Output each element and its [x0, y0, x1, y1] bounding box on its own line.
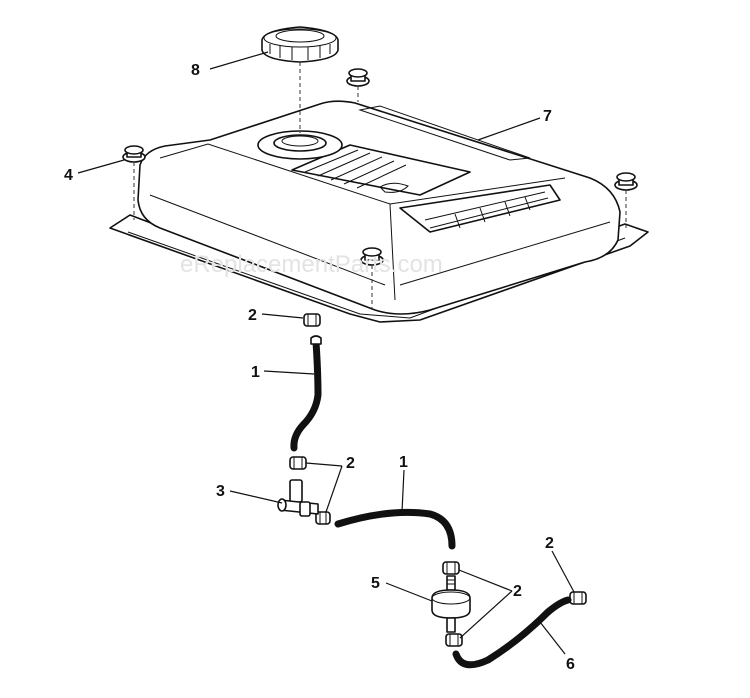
leader-8 — [209, 51, 269, 70]
callout-1-mid: 1 — [399, 454, 408, 471]
grommet-right — [614, 172, 638, 191]
callout-2-low: 2 — [513, 583, 522, 600]
hose-clamp-filter-upper — [442, 561, 460, 575]
callout-2-right: 2 — [545, 535, 554, 552]
callout-2-top: 2 — [248, 307, 257, 324]
fuel-line-end — [310, 335, 322, 345]
leader-2-low-a — [458, 569, 513, 592]
callout-2-mid: 2 — [346, 455, 355, 472]
leader-2-mid-b — [325, 465, 343, 513]
grommet-back — [346, 68, 370, 87]
leader-1-mid — [401, 469, 405, 513]
leader-6 — [539, 621, 566, 655]
fuel-tank — [109, 100, 649, 323]
fuel-line-upper — [290, 338, 322, 452]
leader-2-mid-a — [305, 462, 343, 467]
hose-clamp-filter-lower — [445, 633, 463, 647]
leader-5 — [385, 582, 433, 602]
fuel-shutoff-valve — [277, 479, 319, 517]
fuel-line-lower — [452, 596, 572, 669]
fuel-line-middle — [334, 508, 456, 550]
callout-5: 5 — [371, 575, 380, 592]
leader-4 — [77, 159, 125, 174]
leader-3 — [229, 490, 283, 504]
leader-2-top — [261, 313, 304, 319]
callout-3: 3 — [216, 483, 225, 500]
hose-clamp-right — [569, 591, 587, 605]
grommet-front-left — [122, 145, 146, 163]
callout-1-top: 1 — [251, 364, 260, 381]
hose-clamp-top — [303, 313, 321, 327]
leader-2-right — [551, 550, 575, 593]
callout-8: 8 — [191, 62, 200, 79]
callout-7: 7 — [543, 108, 552, 125]
watermark: eReplacementParts.com — [180, 251, 443, 278]
fuel-cap — [261, 26, 339, 63]
hose-clamp-mid-lower — [315, 511, 331, 525]
leader-1-top — [263, 370, 315, 375]
leader-7 — [477, 117, 541, 141]
callout-6: 6 — [566, 656, 575, 673]
fuel-filter — [431, 575, 471, 633]
hose-clamp-mid-upper — [289, 456, 307, 470]
leader-2-low-b — [459, 590, 513, 639]
callout-4: 4 — [64, 167, 73, 184]
